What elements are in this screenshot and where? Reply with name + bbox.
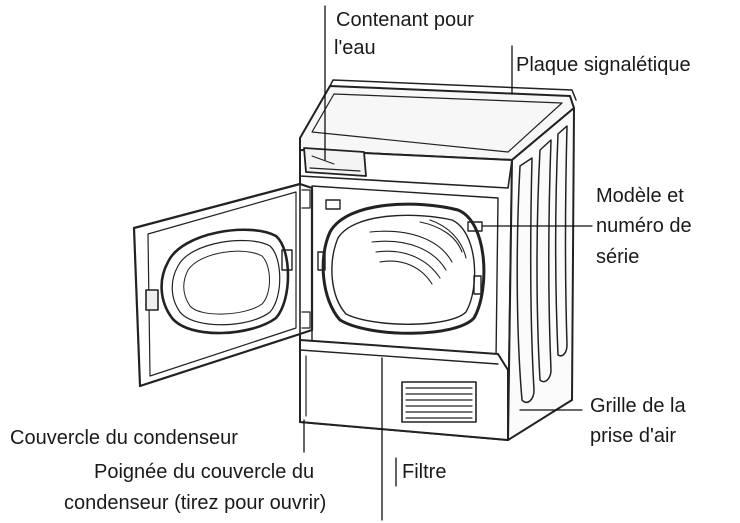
label-model-serial-line2: numéro de [596, 214, 692, 239]
cabinet-side [508, 108, 574, 440]
label-rating-plate: Plaque signalétique [516, 53, 691, 78]
label-condenser-handle-line2: condenseur (tirez pour ouvrir) [64, 491, 326, 516]
label-air-intake-line2: prise d'air [590, 424, 676, 449]
label-air-intake-line1: Grille de la [590, 394, 686, 419]
water-container-drawer [304, 148, 366, 176]
open-door [134, 184, 312, 386]
label-model-serial-line3: série [596, 245, 639, 270]
label-condenser-handle-line1: Poignée du couvercle du [94, 460, 314, 485]
label-model-serial-line1: Modèle et [596, 184, 684, 209]
drum-opening [318, 204, 484, 333]
label-water-container-line1: Contenant pour [336, 8, 474, 33]
air-intake-grille [402, 382, 476, 422]
label-water-container-line2: l'eau [334, 36, 376, 61]
label-filter: Filtre [402, 460, 446, 485]
label-condenser-cover: Couvercle du condenseur [10, 426, 238, 451]
